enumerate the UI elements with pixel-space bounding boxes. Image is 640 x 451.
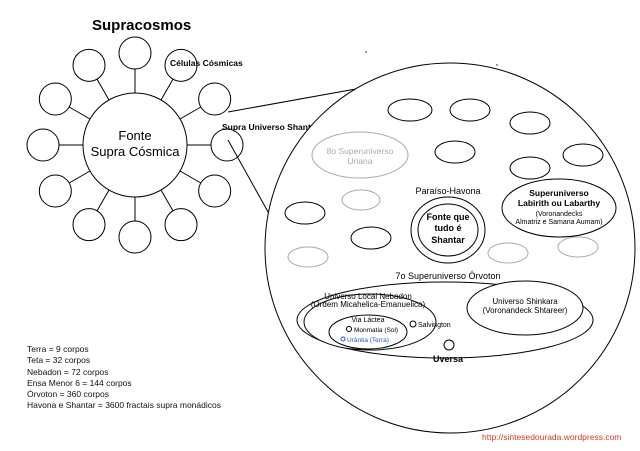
labirith-line2: Labirith ou Labarthy: [518, 198, 600, 208]
cosmic-cell-circle: [118, 220, 152, 254]
superuniverse-ellipse: [387, 98, 433, 122]
spoke-line: [160, 189, 174, 212]
cosmic-cells: [26, 36, 244, 254]
cosmic-cell-circle: [72, 208, 106, 242]
spoke-line: [96, 189, 110, 212]
cosmic-cell-circle: [118, 36, 152, 70]
stats-line: Ensa Menor 6 = 144 corpos: [27, 377, 132, 388]
stray-dot: [496, 64, 498, 66]
celulas-cosmicas-label: Células Cósmicas: [170, 58, 243, 68]
stats-line: Órvoton = 360 corpos: [27, 389, 109, 400]
cosmic-cell-circle: [164, 208, 198, 242]
spoke-line: [68, 170, 91, 184]
uversa-dot: [443, 339, 455, 351]
shinkara-line1: Universo Shinkara: [492, 297, 558, 306]
nebadon-line2: (Ordem Micahelica-Emanuelica): [311, 300, 426, 309]
spoke-line: [96, 78, 110, 101]
labirith-ellipse: [501, 178, 617, 238]
diagram-title: Supracosmos: [92, 17, 191, 34]
fonte-tudo-line3: Shantar: [431, 235, 465, 245]
cosmic-cell-circle: [72, 48, 106, 82]
superuniverse-ellipse: [434, 140, 476, 164]
via-lactea-ellipse: [328, 314, 408, 350]
orvoton-label: 7o Superuniverso Órvoton: [395, 271, 500, 281]
stats-line: Havona e Shantar = 3600 fractais supra m…: [27, 400, 221, 411]
superuniverse-ellipse: [449, 98, 491, 122]
spoke-line: [179, 170, 202, 184]
superuniverse-ellipse: [562, 143, 604, 167]
monmatia-dot: [346, 326, 352, 332]
grey-superuniverse-ellipse: [557, 236, 599, 258]
superuniverse-ellipse: [350, 226, 392, 250]
superuniverse-ellipse: [509, 156, 551, 180]
unana-label-line1: 8o Superuniverso: [327, 146, 394, 156]
superuniverse-ellipse: [284, 201, 326, 225]
paraiso-havona-label: Paraíso-Havona: [415, 186, 480, 196]
urantia-label: Urântia (Terra): [347, 337, 389, 344]
unana-ellipse: [311, 131, 409, 179]
grey-superuniverse-ellipse: [287, 246, 329, 268]
fonte-tudo-line2: tudo é: [435, 223, 462, 233]
labirith-line3: (Voronandecks: [536, 211, 583, 218]
shinkara-line2: (Voronandeck Shtareer): [483, 306, 568, 315]
salvington-dot: [409, 320, 417, 328]
stats-line: Nebadon = 72 corpos: [27, 366, 109, 377]
grey-superuniverse-ellipse: [487, 242, 529, 264]
body-counts-list: Terra = 9 corpos Teta = 32 corpos Nebado…: [27, 344, 221, 412]
cosmic-cell-circle: [38, 82, 72, 116]
cosmic-cell-circle: [210, 128, 244, 162]
spoke-line: [160, 78, 174, 101]
grey-superuniverse-ellipse: [341, 189, 381, 211]
spoke-line: [68, 106, 91, 120]
fonte-label-line2: Supra Cósmica: [91, 144, 181, 159]
shinkara-ellipse: [466, 280, 584, 336]
source-url[interactable]: http://sintesedourada.wordpress.com: [482, 432, 622, 442]
via-lactea-label: Via Láctea: [352, 317, 385, 324]
stats-line: Teta = 32 corpos: [27, 355, 91, 366]
labirith-line1: Superuniverso: [529, 188, 589, 198]
fonte-label-line1: Fonte: [118, 128, 151, 143]
paraiso-havona-inner: [417, 203, 479, 257]
cosmic-cell-circle: [198, 82, 232, 116]
nebadon-line1: Universo Local Nebadon: [324, 292, 412, 301]
urantia-dot: [340, 336, 346, 342]
monmatia-label: Monmatia (Sol): [354, 327, 398, 334]
zoom-line-top: [227, 84, 379, 113]
fonte-supra-cosmica-circle: [82, 92, 188, 198]
spoke-line: [179, 106, 202, 120]
stats-line: Terra = 9 corpos: [27, 344, 89, 354]
cosmic-cell-circle: [26, 128, 60, 162]
stray-dot: [365, 51, 367, 53]
fonte-tudo-line1: Fonte que: [427, 212, 470, 222]
labirith-line4: Almatriz e Samana Aumam): [515, 219, 602, 226]
cosmic-cell-circle: [164, 48, 198, 82]
uversa-label: Uversa: [433, 354, 464, 364]
superuniverse-ellipse: [509, 111, 551, 135]
cosmic-cell-circle: [198, 174, 232, 208]
spoke-lines: [59, 69, 211, 221]
unana-label-line2: Unana: [347, 156, 372, 166]
supra-universo-shantar-label: Supra Universo Shantar: [222, 122, 320, 132]
cosmic-cell-circle: [38, 174, 72, 208]
salvington-label: Salvington: [418, 322, 451, 329]
